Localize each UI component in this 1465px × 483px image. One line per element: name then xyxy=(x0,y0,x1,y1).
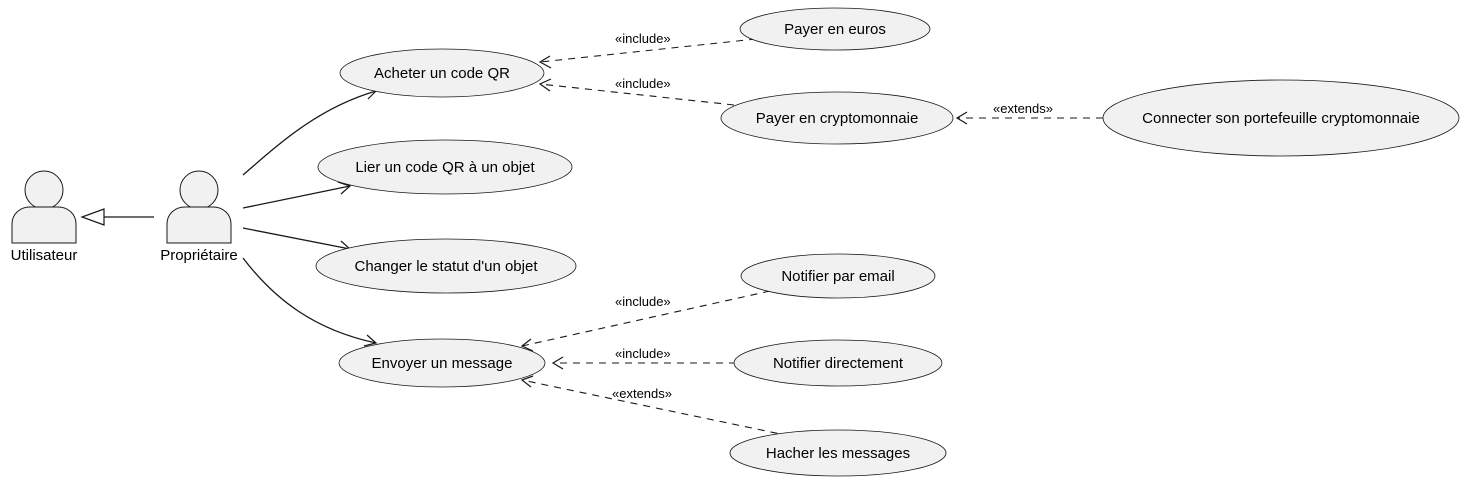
use-case-connecter: Connecter son portefeuille cryptomonnaie xyxy=(1102,79,1460,157)
include-edge-notifier-direct xyxy=(551,356,736,370)
use-case-envoyer: Envoyer un message xyxy=(338,338,546,388)
include-label-notifier-email: «include» xyxy=(615,294,671,309)
generalization-edge xyxy=(80,208,154,226)
extends-edge-connecter xyxy=(955,111,1103,125)
include-label-notifier-direct: «include» xyxy=(615,346,671,361)
use-case-label-notifier-direct: Notifier directement xyxy=(773,355,904,372)
use-case-notifier-email: Notifier par email xyxy=(740,253,936,299)
use-case-label-hacher: Hacher les messages xyxy=(766,445,910,462)
user-icon xyxy=(11,170,77,244)
actor-proprietaire: Propriétaire xyxy=(160,170,238,264)
use-case-hacher: Hacher les messages xyxy=(729,429,947,477)
use-case-label-acheter: Acheter un code QR xyxy=(374,65,510,82)
extends-label-connecter: «extends» xyxy=(993,101,1053,116)
association-lier xyxy=(242,181,352,209)
use-case-payer-euros: Payer en euros xyxy=(739,7,931,51)
include-edge-notifier-email xyxy=(520,290,771,352)
include-label-payer-crypto: «include» xyxy=(615,76,671,91)
user-icon xyxy=(166,170,232,244)
include-label-payer-euros: «include» xyxy=(615,31,671,46)
use-case-acheter: Acheter un code QR xyxy=(339,48,545,98)
use-case-label-changer: Changer le statut d'un objet xyxy=(355,258,539,275)
use-case-label-payer-euros: Payer en euros xyxy=(784,21,886,38)
use-case-notifier-direct: Notifier directement xyxy=(733,339,943,387)
use-case-label-envoyer: Envoyer un message xyxy=(372,355,513,372)
use-case-label-connecter: Connecter son portefeuille cryptomonnaie xyxy=(1142,110,1420,127)
association-changer xyxy=(242,227,352,254)
actor-label-proprietaire: Propriétaire xyxy=(160,247,238,264)
use-case-label-lier: Lier un code QR à un objet xyxy=(355,159,535,176)
use-case-label-payer-crypto: Payer en cryptomonnaie xyxy=(756,110,919,127)
association-envoyer xyxy=(242,257,378,347)
use-case-lier: Lier un code QR à un objet xyxy=(317,139,573,195)
actor-utilisateur: Utilisateur xyxy=(11,170,78,264)
extends-edge-hacher xyxy=(520,375,791,437)
extends-label-hacher: «extends» xyxy=(612,386,672,401)
use-case-changer: Changer le statut d'un objet xyxy=(315,238,577,294)
use-case-payer-crypto: Payer en cryptomonnaie xyxy=(720,91,954,145)
include-edge-payer-euros xyxy=(538,38,757,69)
use-case-label-notifier-email: Notifier par email xyxy=(781,268,894,285)
actor-label-utilisateur: Utilisateur xyxy=(11,247,78,264)
include-edge-payer-crypto xyxy=(538,78,735,106)
